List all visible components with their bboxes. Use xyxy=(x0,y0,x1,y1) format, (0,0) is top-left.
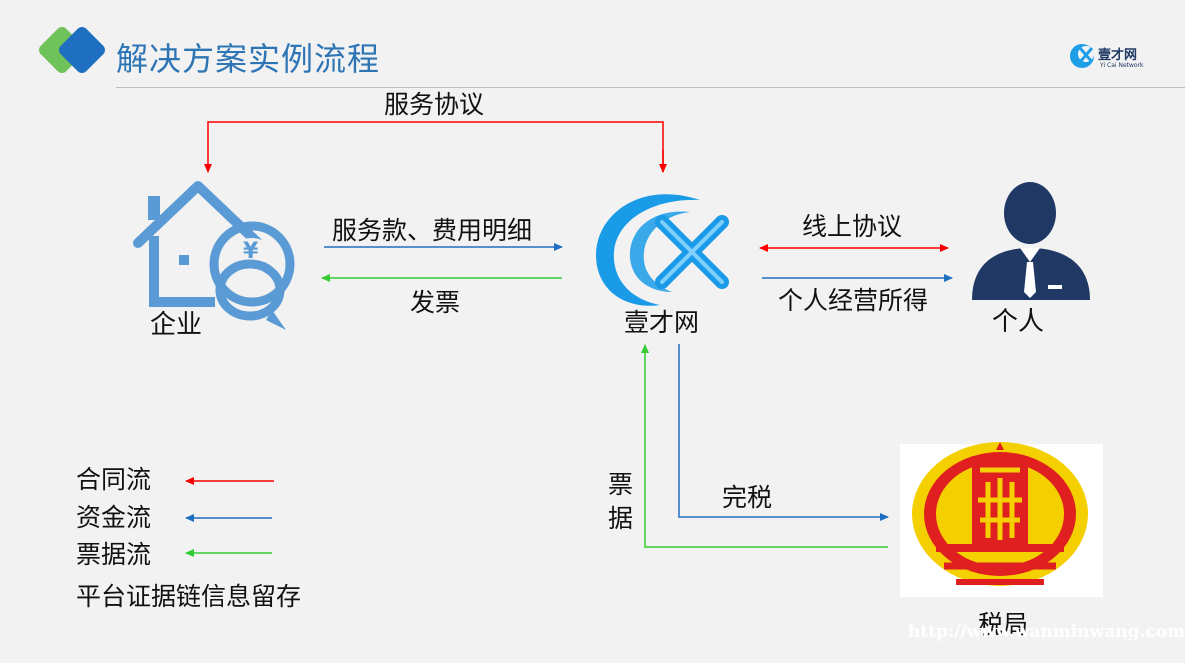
receipt-label-line1: 票 xyxy=(608,470,634,499)
invoice-label: 发票 xyxy=(410,288,461,317)
brand-name-en: Yi Cai Network xyxy=(1100,62,1144,69)
svg-text:¥: ¥ xyxy=(243,239,259,264)
service-agreement-arrow xyxy=(204,121,664,173)
personal-income-label: 个人经营所得 xyxy=(778,286,929,315)
legend-invoice-flow: 票据流 xyxy=(76,540,152,569)
watermark-text: http://www.wanminwang.com xyxy=(908,622,1185,642)
individual-person-icon xyxy=(972,182,1090,300)
tax-bureau-emblem-icon xyxy=(900,442,1103,597)
brand-name: 壹才网 xyxy=(1098,48,1138,63)
yicai-logo-icon xyxy=(596,194,729,306)
legend-platform-note: 平台证据链信息留存 xyxy=(76,582,302,611)
tax-receipt-arrow xyxy=(641,344,888,548)
tax-payment-arrow xyxy=(678,344,889,521)
legend-fund-flow: 资金流 xyxy=(76,503,152,532)
tax-complete-label: 完税 xyxy=(722,483,773,512)
online-agreement-label: 线上协议 xyxy=(802,212,903,241)
receipt-label-line2: 据 xyxy=(608,504,634,533)
enterprise-money-bag-icon: ¥ xyxy=(209,221,295,330)
tax-bureau-label: 税局 xyxy=(978,610,1029,639)
title-diamond-icon xyxy=(39,27,105,73)
service-payment-label: 服务款、费用明细 xyxy=(332,216,533,245)
individual-label: 个人 xyxy=(992,307,1045,337)
yicai-label: 壹才网 xyxy=(624,308,700,337)
enterprise-label: 企业 xyxy=(150,310,203,340)
page-title: 解决方案实例流程 xyxy=(116,40,381,78)
title-divider xyxy=(116,87,1185,88)
legend-contract-flow: 合同流 xyxy=(76,465,152,494)
service-agreement-label: 服务协议 xyxy=(384,90,485,119)
brand-logo-icon xyxy=(1070,44,1094,68)
